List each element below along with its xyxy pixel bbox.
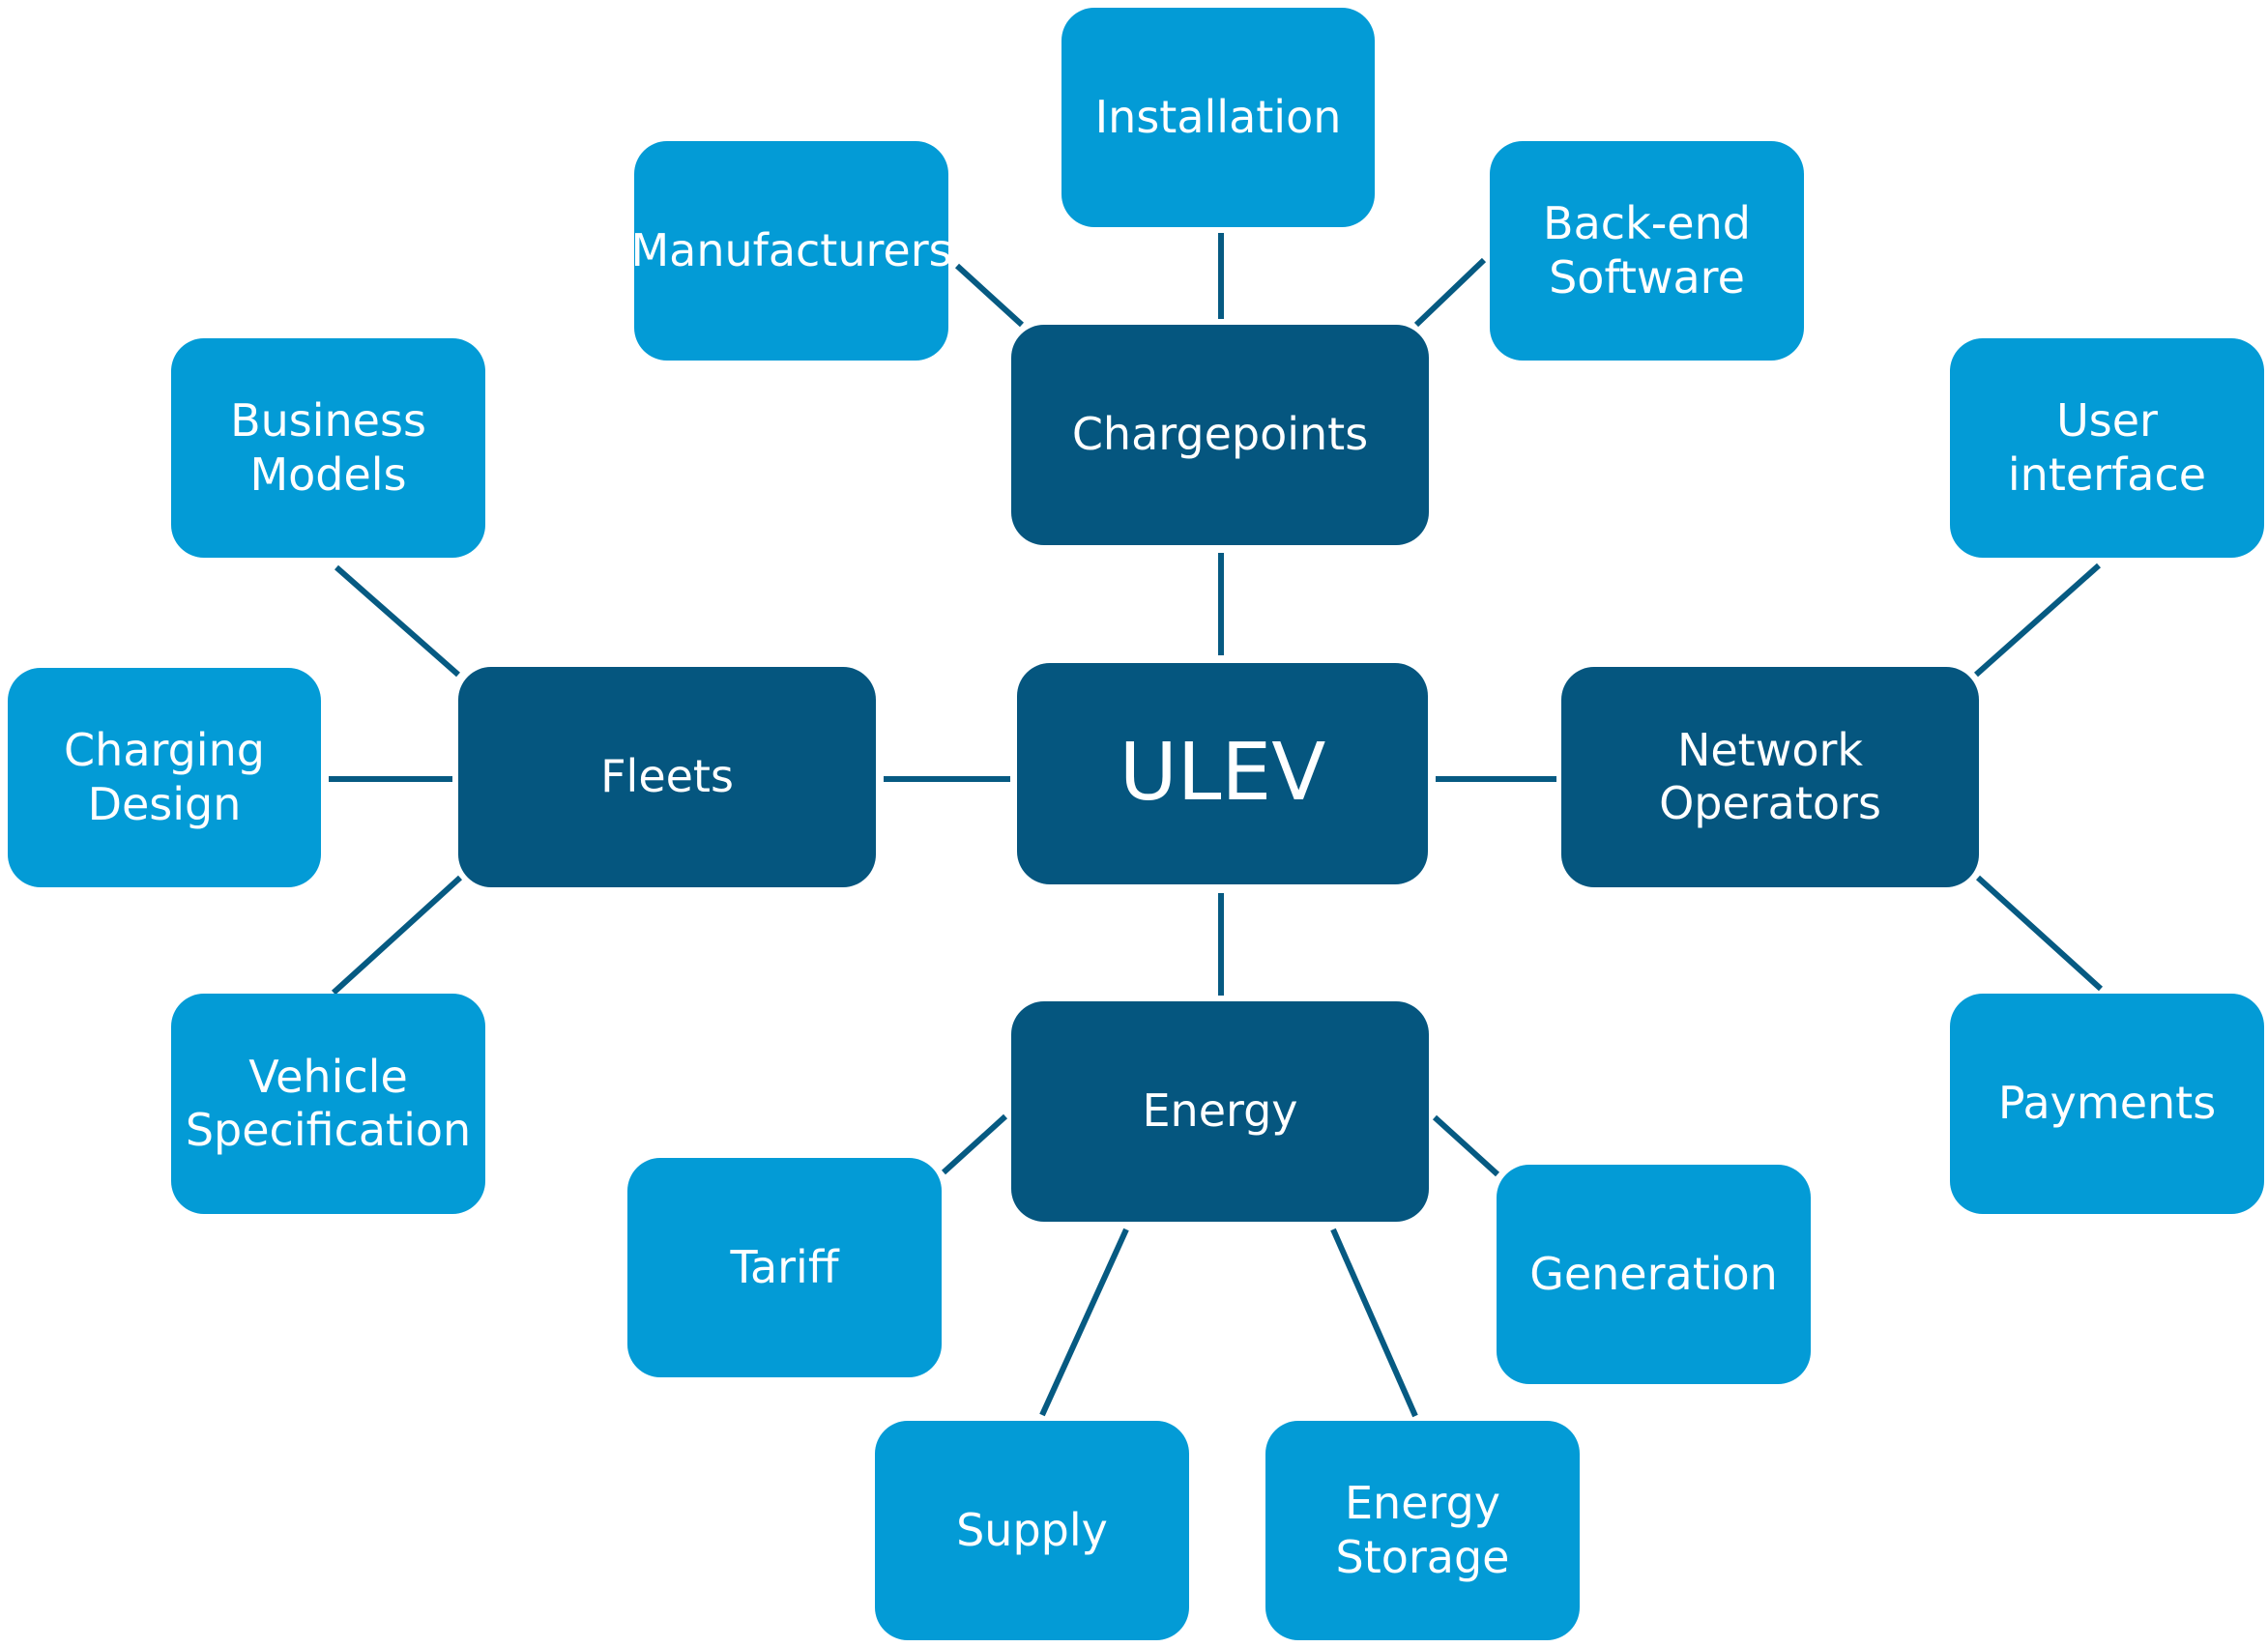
connector-energy-storage	[1330, 1228, 1418, 1418]
business-models-node: Business Models	[171, 338, 485, 558]
supply-node: Supply	[875, 1421, 1189, 1640]
chargepoints-node: Chargepoints	[1011, 325, 1429, 545]
installation-node: Installation	[1061, 8, 1375, 227]
tariff-node: Tariff	[627, 1158, 942, 1377]
backend-software-node: Back-end Software	[1490, 141, 1804, 361]
ulev-node: ULEV	[1017, 663, 1428, 884]
vehicle-specification-node: Vehicle Specification	[171, 994, 485, 1214]
network-operators-node: Network Operators	[1561, 667, 1979, 887]
connector-fleets-business-models	[334, 564, 460, 678]
charging-design-node: Charging Design	[8, 668, 321, 887]
manufacturers-node: Manufacturers	[630, 141, 952, 361]
fleets-node: Fleets	[458, 667, 876, 887]
connector-chargepoints-backend-software	[1413, 257, 1487, 328]
payments-node: Payments	[1950, 994, 2264, 1214]
connector-energy-supply	[1039, 1228, 1129, 1417]
connector-chargepoints-manufacturers	[954, 263, 1025, 328]
connector-energy-tariff	[941, 1113, 1008, 1175]
connector-network-payments	[1975, 875, 2104, 992]
energy-storage-node: Energy Storage	[1265, 1421, 1580, 1640]
user-interface-node: User interface	[1950, 338, 2264, 558]
connector-energy-generation	[1432, 1114, 1500, 1177]
energy-node: Energy	[1011, 1001, 1429, 1222]
generation-node: Generation	[1497, 1165, 1811, 1384]
connector-network-user-interface	[1974, 563, 2101, 678]
connector-fleets-vehicle-specification	[331, 875, 463, 996]
